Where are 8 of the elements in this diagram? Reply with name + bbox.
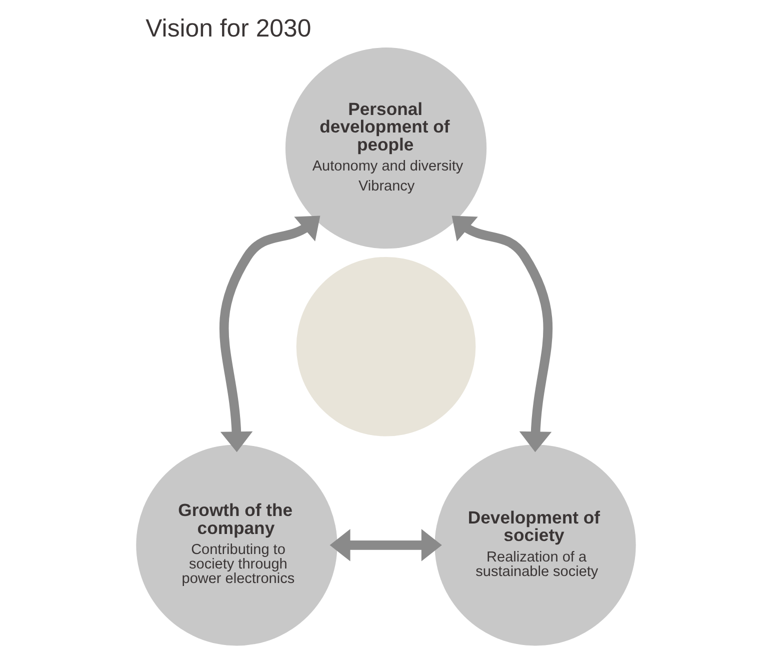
node-circle: Development of society Realization of a sustainable society xyxy=(434,444,636,646)
diagram-title: Vision for 2030 xyxy=(146,14,312,42)
arrow xyxy=(219,216,320,452)
arrow xyxy=(330,529,442,562)
node-circle: Personal development of people Autonomy and diversity Vibrancy xyxy=(285,48,487,249)
node-circle xyxy=(296,256,476,436)
node-circle: Growth of the company Contributing to society through power electronics xyxy=(136,444,338,646)
arrow xyxy=(452,216,553,452)
